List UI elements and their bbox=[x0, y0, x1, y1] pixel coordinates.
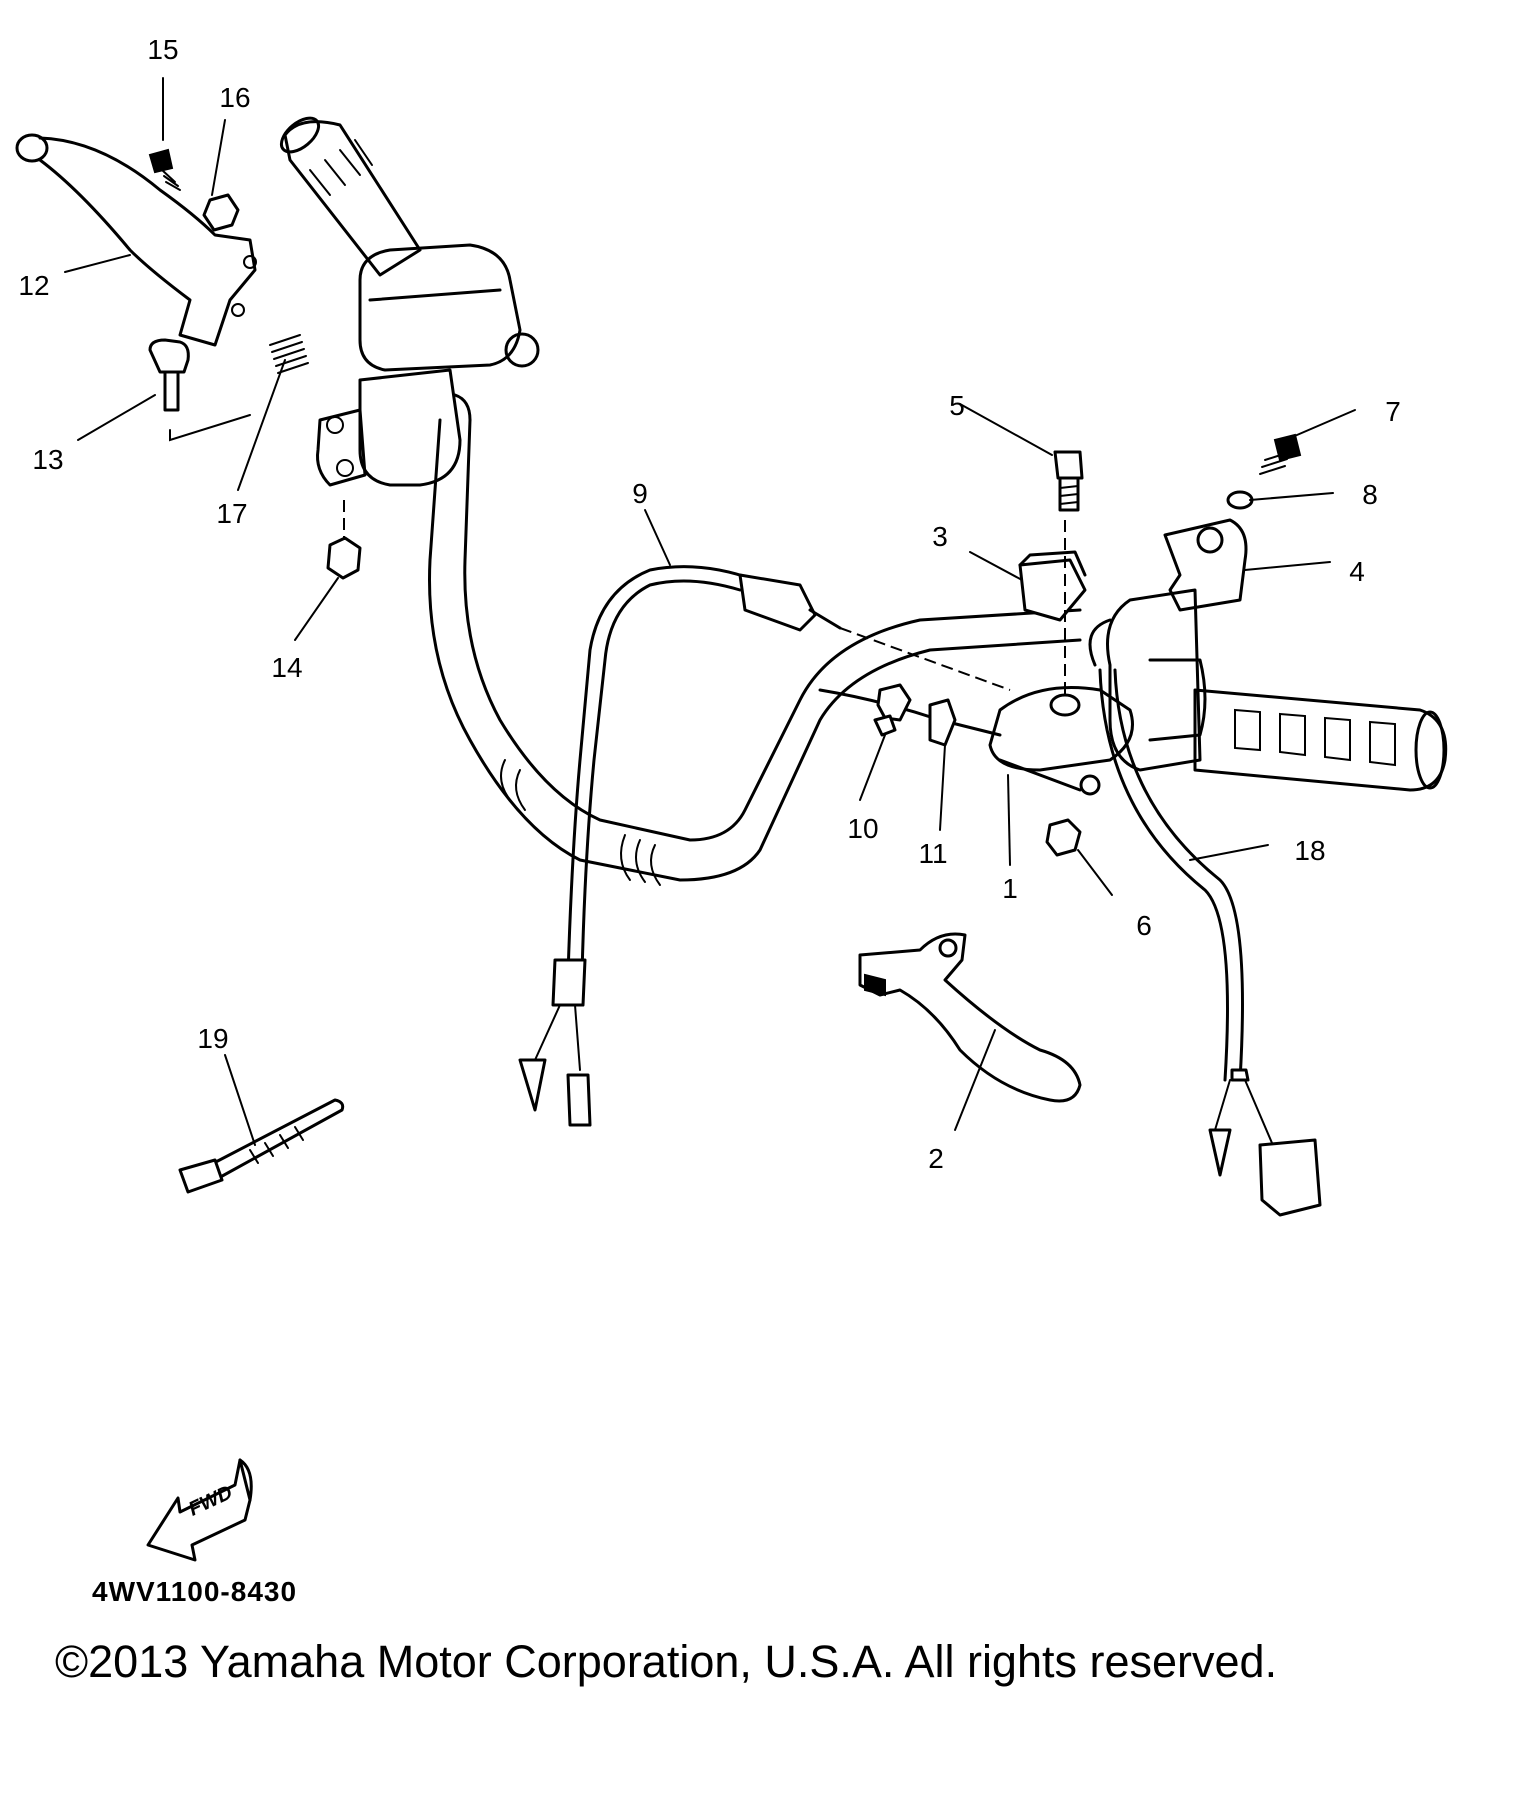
callout-16: 16 bbox=[219, 82, 251, 113]
callout-3: 3 bbox=[932, 521, 948, 552]
callout-10: 10 bbox=[847, 813, 879, 844]
callout-17: 17 bbox=[216, 498, 248, 529]
callout-2: 2 bbox=[928, 1143, 944, 1174]
callout-14: 14 bbox=[271, 652, 303, 683]
leader-lines bbox=[64, 77, 1356, 1146]
left-hardware bbox=[148, 148, 362, 580]
handlebar bbox=[428, 418, 1082, 886]
callout-6: 6 bbox=[1136, 910, 1152, 941]
callout-9: 9 bbox=[632, 478, 648, 509]
right-grip bbox=[1106, 588, 1448, 792]
callout-12: 12 bbox=[18, 270, 50, 301]
callout-11: 11 bbox=[918, 838, 948, 869]
copyright-notice: ©2013 Yamaha Motor Corporation, U.S.A. A… bbox=[55, 1636, 1278, 1687]
callout-5: 5 bbox=[949, 390, 965, 421]
callout-19: 19 bbox=[197, 1023, 229, 1054]
callout-7: 7 bbox=[1385, 396, 1401, 427]
callout-18: 18 bbox=[1294, 835, 1326, 866]
cable-clamps bbox=[818, 683, 1002, 747]
right-lever bbox=[858, 932, 1082, 1103]
callout-15: 15 bbox=[147, 34, 179, 65]
callout-8: 8 bbox=[1362, 479, 1378, 510]
part-number: 4WV1100-8430 bbox=[92, 1576, 298, 1607]
left-lever bbox=[15, 133, 257, 347]
callout-4: 4 bbox=[1349, 556, 1365, 587]
right-assembly bbox=[988, 433, 1302, 857]
switch-harness bbox=[1098, 668, 1322, 1217]
callout-1: 1 bbox=[1002, 873, 1018, 904]
callout-13: 13 bbox=[32, 444, 64, 475]
left-grip-assembly bbox=[279, 116, 540, 487]
fwd-arrow-icon bbox=[146, 1458, 253, 1562]
cable-9 bbox=[518, 565, 1011, 1127]
cable-tie bbox=[178, 1098, 345, 1194]
